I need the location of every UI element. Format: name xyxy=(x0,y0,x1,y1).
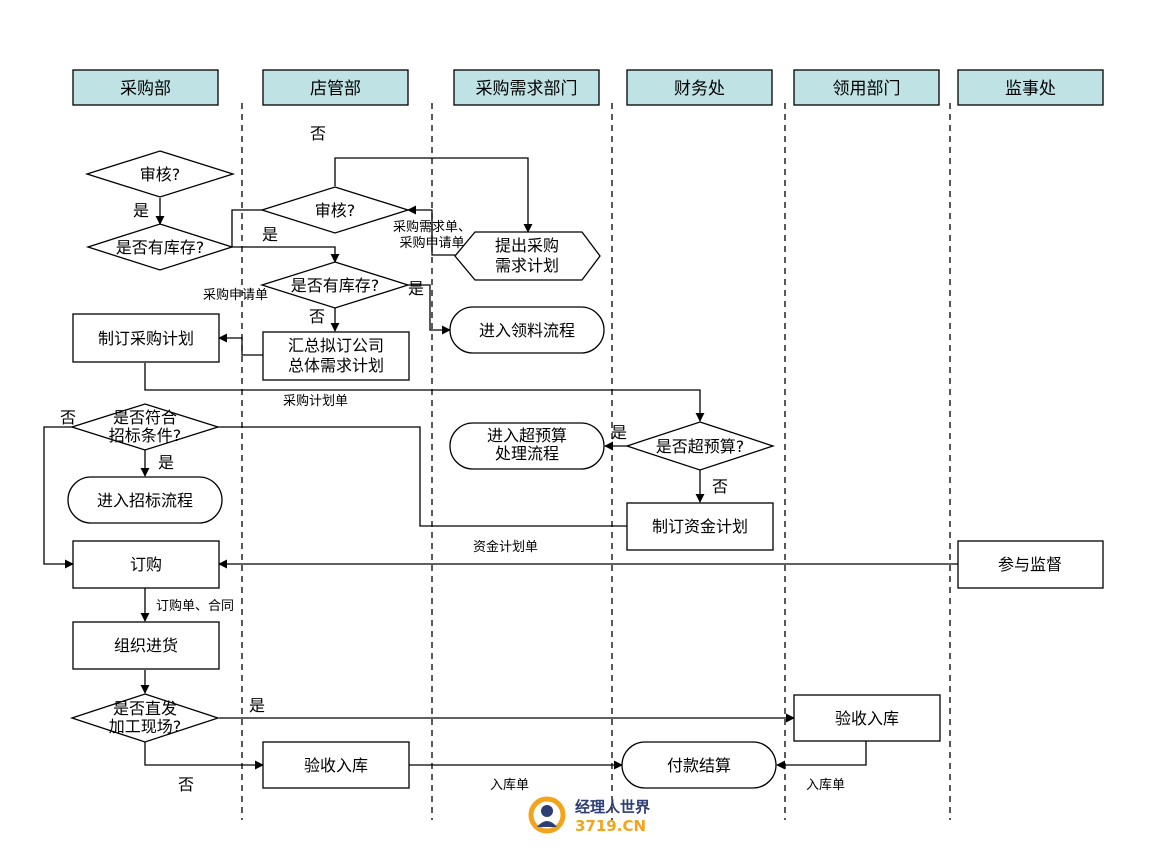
svg-text:制订资金计划: 制订资金计划 xyxy=(652,517,748,536)
edge-stock1-audit2 xyxy=(231,209,263,247)
node-overbudget: 是否超预算? xyxy=(624,421,776,471)
node-audit2: 审核? xyxy=(259,186,411,234)
svg-text:进入超预算处理流程: 进入超预算处理流程 xyxy=(487,426,567,463)
edge-plan-overbudget xyxy=(144,363,705,422)
node-receive2: 验收入库 xyxy=(793,694,941,742)
node-direct-check: 是否直发加工现场? xyxy=(69,693,221,743)
label-no-top: 否 xyxy=(310,124,326,143)
node-stock1: 是否有库存? xyxy=(85,223,235,271)
label-yes2: 是 xyxy=(262,225,278,244)
logo-person-body-icon xyxy=(537,821,557,827)
logo-name: 经理人世界 xyxy=(575,798,650,816)
lane-header-label: 领用部门 xyxy=(833,79,901,99)
lane-header-store-management: 店管部 xyxy=(262,69,409,106)
label-yes-stock2: 是 xyxy=(408,279,424,298)
edge-audit2-stock2 xyxy=(232,246,340,263)
node-material-flow: 进入领料流程 xyxy=(449,306,605,354)
svg-text:参与监督: 参与监督 xyxy=(998,555,1062,574)
lane-header-label: 采购需求部门 xyxy=(476,79,578,99)
lane-header-using-department: 领用部门 xyxy=(793,69,940,106)
label-plan-form: 采购计划单 xyxy=(283,393,348,409)
svg-text:组织进货: 组织进货 xyxy=(114,636,178,655)
svg-text:验收入库: 验收入库 xyxy=(304,756,368,775)
node-receive1: 验收入库 xyxy=(262,741,410,789)
lane-header-purchasing: 采购部 xyxy=(72,69,219,106)
edge-labels: 否 是 是 采购需求单、采购申请单 采购申请单 是 否 采购计划单 否 是 是 … xyxy=(60,124,845,794)
label-in-form2: 入库单 xyxy=(806,777,845,793)
lane-header-label: 监事处 xyxy=(1005,79,1056,99)
edge-stock2-material xyxy=(408,284,451,335)
svg-text:汇总拟订公司总体需求计划: 汇总拟订公司总体需求计划 xyxy=(288,336,384,375)
lane-header-label: 财务处 xyxy=(674,79,725,99)
svg-text:进入领料流程: 进入领料流程 xyxy=(479,321,575,340)
svg-text:是否符合招标条件?: 是否符合招标条件? xyxy=(109,408,182,445)
label-no-budget: 否 xyxy=(712,477,728,496)
lane-header-label: 店管部 xyxy=(310,79,361,99)
node-stock2: 是否有库存? xyxy=(259,261,411,309)
edge-direct-receive1 xyxy=(144,742,264,770)
brand-logo: 经理人世界 3719.CN xyxy=(528,796,650,835)
label-fund-form: 资金计划单 xyxy=(473,539,538,555)
edge-fund-tender xyxy=(189,422,627,527)
label-apply-form: 采购申请单 xyxy=(203,287,268,303)
edge-audit2-propose xyxy=(334,157,533,233)
svg-text:提出采购需求计划: 提出采购需求计划 xyxy=(495,236,559,275)
label-req-forms: 采购需求单、采购申请单 xyxy=(393,219,471,251)
edge-tender-order xyxy=(43,426,77,569)
lane-header-supervision: 监事处 xyxy=(957,69,1104,106)
node-organize-purchase: 组织进货 xyxy=(72,621,220,670)
svg-text:是否有库存?: 是否有库存? xyxy=(116,238,205,257)
edge-receive2-pay xyxy=(776,741,867,770)
edge-summary-plan xyxy=(218,333,263,356)
label-no-stock2: 否 xyxy=(309,307,325,326)
label-in-form1: 入库单 xyxy=(490,777,529,793)
svg-text:进入招标流程: 进入招标流程 xyxy=(97,491,193,510)
label-no-direct: 否 xyxy=(178,775,194,794)
svg-text:是否超预算?: 是否超预算? xyxy=(656,437,745,456)
label-yes-tender: 是 xyxy=(158,453,174,472)
svg-text:审核?: 审核? xyxy=(140,165,181,184)
edges xyxy=(43,157,958,770)
edge-propose-audit2 xyxy=(407,205,455,256)
lane-header-label: 采购部 xyxy=(120,79,171,99)
svg-text:制订采购计划: 制订采购计划 xyxy=(98,329,194,348)
node-payment: 付款结算 xyxy=(621,741,777,789)
label-yes-budget: 是 xyxy=(611,423,627,442)
lane-dividers xyxy=(241,103,951,820)
label-yes-direct: 是 xyxy=(249,696,265,715)
node-fund-plan: 制订资金计划 xyxy=(626,502,774,551)
node-tender-flow: 进入招标流程 xyxy=(67,476,223,524)
label-no-tender: 否 xyxy=(60,408,76,427)
logo-person-icon xyxy=(541,805,553,817)
node-overbudget-flow: 进入超预算处理流程 xyxy=(449,422,605,470)
node-order: 订购 xyxy=(72,540,220,589)
label-yes1: 是 xyxy=(133,201,149,220)
node-tender-check: 是否符合招标条件? xyxy=(69,403,221,451)
svg-text:验收入库: 验收入库 xyxy=(835,709,899,728)
svg-text:付款结算: 付款结算 xyxy=(667,756,731,775)
node-summary: 汇总拟订公司总体需求计划 xyxy=(262,331,410,381)
node-purchase-plan: 制订采购计划 xyxy=(72,313,220,363)
svg-text:订购: 订购 xyxy=(130,555,162,574)
lane-header-finance: 财务处 xyxy=(626,69,773,106)
lane-header-demand-department: 采购需求部门 xyxy=(453,69,600,106)
node-audit1: 审核? xyxy=(84,150,236,198)
svg-text:审核?: 审核? xyxy=(315,201,356,220)
logo-url: 3719.CN xyxy=(575,817,646,835)
node-supervise: 参与监督 xyxy=(957,540,1104,589)
label-order-form: 订购单、合同 xyxy=(156,598,234,614)
node-propose: 提出采购需求计划 xyxy=(454,231,601,281)
logo-ring-icon xyxy=(528,796,566,834)
svg-text:是否有库存?: 是否有库存? xyxy=(291,276,380,295)
svg-text:是否直发加工现场?: 是否直发加工现场? xyxy=(109,699,182,736)
